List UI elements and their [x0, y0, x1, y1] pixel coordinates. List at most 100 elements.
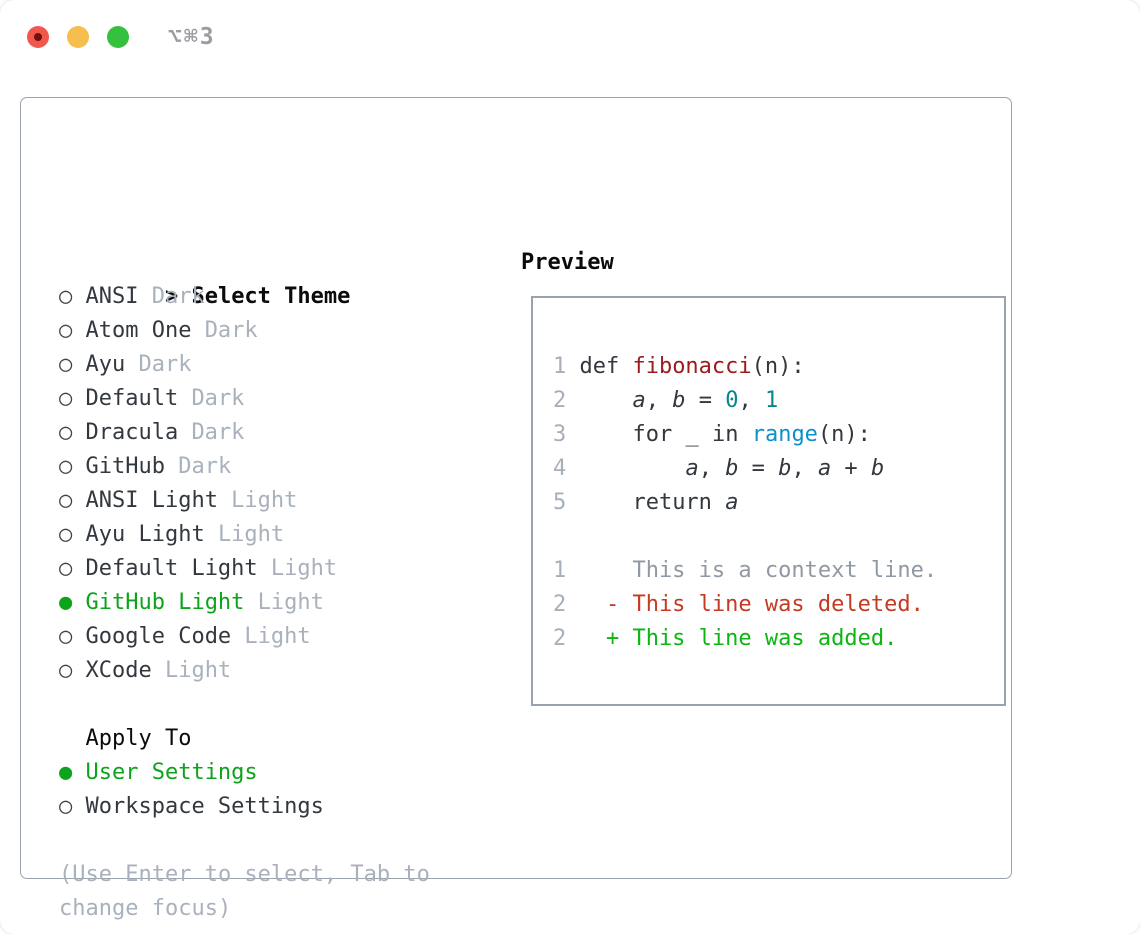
code-token	[579, 422, 632, 447]
select-theme-header: >Select Theme	[59, 246, 479, 309]
code-token: fibonacci	[632, 354, 752, 379]
code-token	[738, 422, 751, 447]
diff-line-added: 2 + This line was added.	[553, 622, 1004, 656]
window-title: ⌥⌘3	[168, 24, 216, 50]
radio-marker-icon: ○	[59, 352, 73, 377]
apply-option[interactable]: ● User Settings	[59, 756, 479, 790]
theme-option[interactable]: ○ Dracula Dark	[59, 416, 479, 450]
code-line: 2 a, b = 0, 1	[553, 384, 1004, 418]
code-token	[579, 490, 632, 515]
code-token: ,	[645, 388, 673, 413]
radio-marker-icon: ○	[59, 386, 73, 411]
code-token: =	[738, 456, 779, 481]
code-line: 1 def fibonacci(n):	[553, 350, 1004, 384]
code-token: 1	[764, 388, 779, 413]
code-token: ,	[698, 456, 726, 481]
code-token: (n):	[751, 354, 805, 379]
line-number: 2	[553, 626, 567, 651]
code-token: +	[831, 456, 871, 481]
option-label: Workspace Settings	[85, 794, 324, 819]
option-tag: Dark	[191, 420, 245, 445]
close-button[interactable]	[27, 26, 49, 48]
line-number: 1	[553, 558, 567, 583]
diff-block: 1 This is a context line.2 - This line w…	[553, 554, 1004, 656]
apply-to-label: Apply To	[85, 726, 192, 751]
code-token: a	[817, 456, 832, 481]
option-label: ANSI	[85, 284, 139, 309]
apply-option[interactable]: ○Workspace Settings	[59, 790, 479, 824]
radio-marker-icon: ○	[59, 284, 73, 309]
help-text: (Use Enter to select, Tab to change focu…	[59, 862, 430, 921]
line-number: 1	[553, 354, 567, 379]
option-tag: Light	[244, 624, 311, 649]
minimize-button[interactable]	[67, 26, 89, 48]
option-label: Ayu	[85, 352, 126, 377]
theme-option[interactable]: ○ Ayu Dark	[59, 348, 479, 382]
code-token	[712, 490, 725, 515]
code-token: b	[672, 388, 686, 413]
traffic-lights	[27, 26, 129, 48]
code-token	[579, 388, 632, 413]
code-token: (n):	[817, 422, 871, 447]
line-number: 4	[553, 456, 567, 481]
code-token: _	[672, 422, 712, 447]
preview-title: Preview	[521, 250, 614, 275]
code-token: return	[632, 490, 712, 515]
option-tag: Light	[217, 522, 285, 547]
code-line: 4 a, b = b, a + b	[553, 452, 1004, 486]
code-line: 5 return a	[553, 486, 1004, 520]
option-label: GitHub	[85, 454, 165, 479]
theme-option[interactable]: ○ Default Light Light	[59, 552, 479, 586]
code-token: =	[685, 388, 726, 413]
diff-text: + This line was added.	[579, 626, 898, 651]
option-label: Atom One	[85, 318, 192, 343]
option-label: ANSI Light	[85, 488, 218, 513]
theme-option[interactable]: ○ XCode Light	[59, 654, 479, 688]
code-line: 3 for _ in range(n):	[553, 418, 1004, 452]
option-tag: Dark	[178, 454, 232, 479]
line-number: 5	[553, 490, 567, 515]
option-label: User Settings	[85, 760, 258, 785]
apply-to-section: Apply To ● User Settings ○Workspace Settin…	[59, 722, 479, 824]
code-token: b	[725, 456, 739, 481]
zoom-button[interactable]	[107, 26, 129, 48]
radio-marker-icon: ○	[59, 556, 73, 581]
theme-option[interactable]: ○ GitHub Dark	[59, 450, 479, 484]
diff-text: - This line was deleted.	[579, 592, 924, 617]
code-token: def	[579, 354, 633, 379]
select-theme-label: Select Theme	[191, 284, 351, 309]
option-tag: Dark	[151, 284, 205, 309]
radio-marker-icon: ○	[59, 454, 73, 479]
option-label: XCode	[85, 658, 152, 683]
option-label: Dracula	[85, 420, 179, 445]
option-tag: Dark	[138, 352, 192, 377]
option-tag: Light	[164, 658, 232, 683]
line-number: 2	[553, 388, 567, 413]
code-token: ,	[791, 456, 818, 481]
apply-to-list: ● User Settings ○Workspace Settings	[59, 756, 479, 824]
radio-marker-icon: ○	[59, 420, 73, 445]
option-label: Google Code	[85, 624, 232, 649]
option-tag: Light	[270, 556, 338, 581]
theme-option[interactable]: ○ ANSI Dark	[59, 280, 479, 314]
code-token	[579, 456, 685, 481]
option-label: Default	[85, 386, 179, 411]
radio-marker-icon: ●	[59, 760, 73, 785]
radio-marker-icon: ○	[59, 658, 73, 683]
radio-marker-icon: ○	[59, 624, 73, 649]
option-label: Default Light	[85, 556, 258, 581]
theme-option[interactable]: ○ Google Code Light	[59, 620, 479, 654]
option-label: Ayu Light	[85, 522, 205, 547]
code-token: range	[751, 422, 818, 447]
diff-line-deleted: 2 - This line was deleted.	[553, 588, 1004, 622]
